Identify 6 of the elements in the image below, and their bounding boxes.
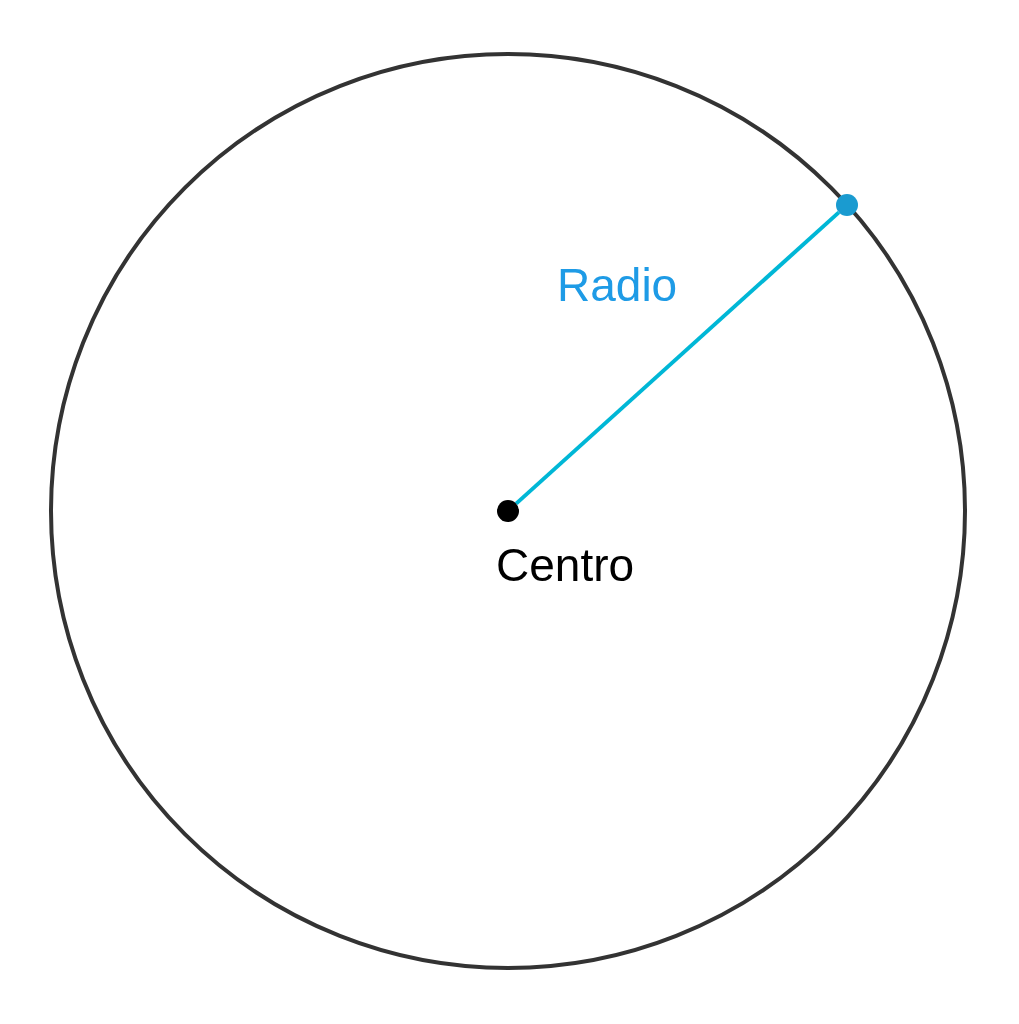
radius-line	[514, 210, 841, 506]
center-point	[497, 500, 519, 522]
circle-outline	[49, 52, 967, 970]
endpoint-dot	[836, 194, 858, 216]
point-label: Centro	[496, 542, 635, 588]
edge-label: Radio	[557, 262, 678, 308]
